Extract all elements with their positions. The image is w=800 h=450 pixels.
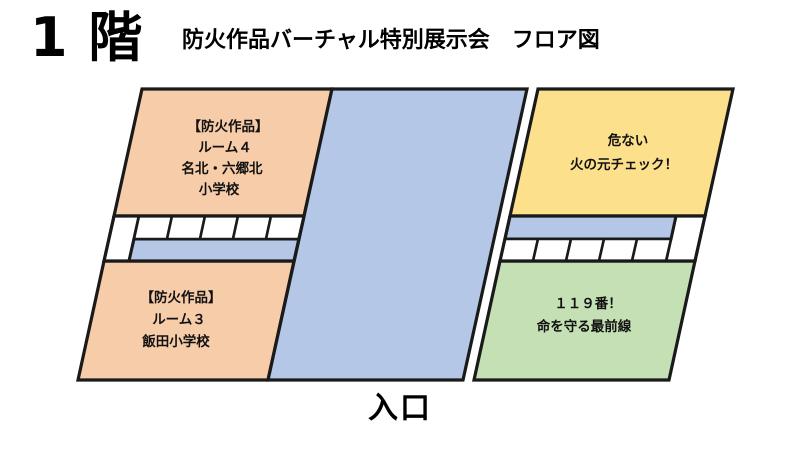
- left-corridor-outline: [102, 214, 306, 263]
- room-emergency-shape[interactable]: [472, 259, 697, 382]
- floor-number-label: 1 階: [30, 6, 144, 69]
- right-stair-corridor[interactable]: [498, 214, 707, 263]
- left-stair-corridor[interactable]: [102, 214, 306, 263]
- left-walkway-band: [127, 237, 301, 263]
- header: 1 階 防火作品バーチャル特別展示会 フロア図: [0, 0, 800, 80]
- entrance-label: 入口: [368, 391, 432, 426]
- right-corridor-outline: [498, 214, 707, 263]
- left-stair-steps: [132, 214, 306, 241]
- central-corridor-shape[interactable]: [266, 87, 529, 382]
- page-title: 防火作品バーチャル特別展示会 フロア図: [182, 28, 600, 53]
- room-danger-shape[interactable]: [508, 87, 735, 218]
- right-stair-steps: [498, 237, 673, 263]
- room-room3-shape[interactable]: [76, 259, 296, 382]
- right-walkway-band: [503, 214, 678, 241]
- room-room4-shape[interactable]: [112, 87, 334, 218]
